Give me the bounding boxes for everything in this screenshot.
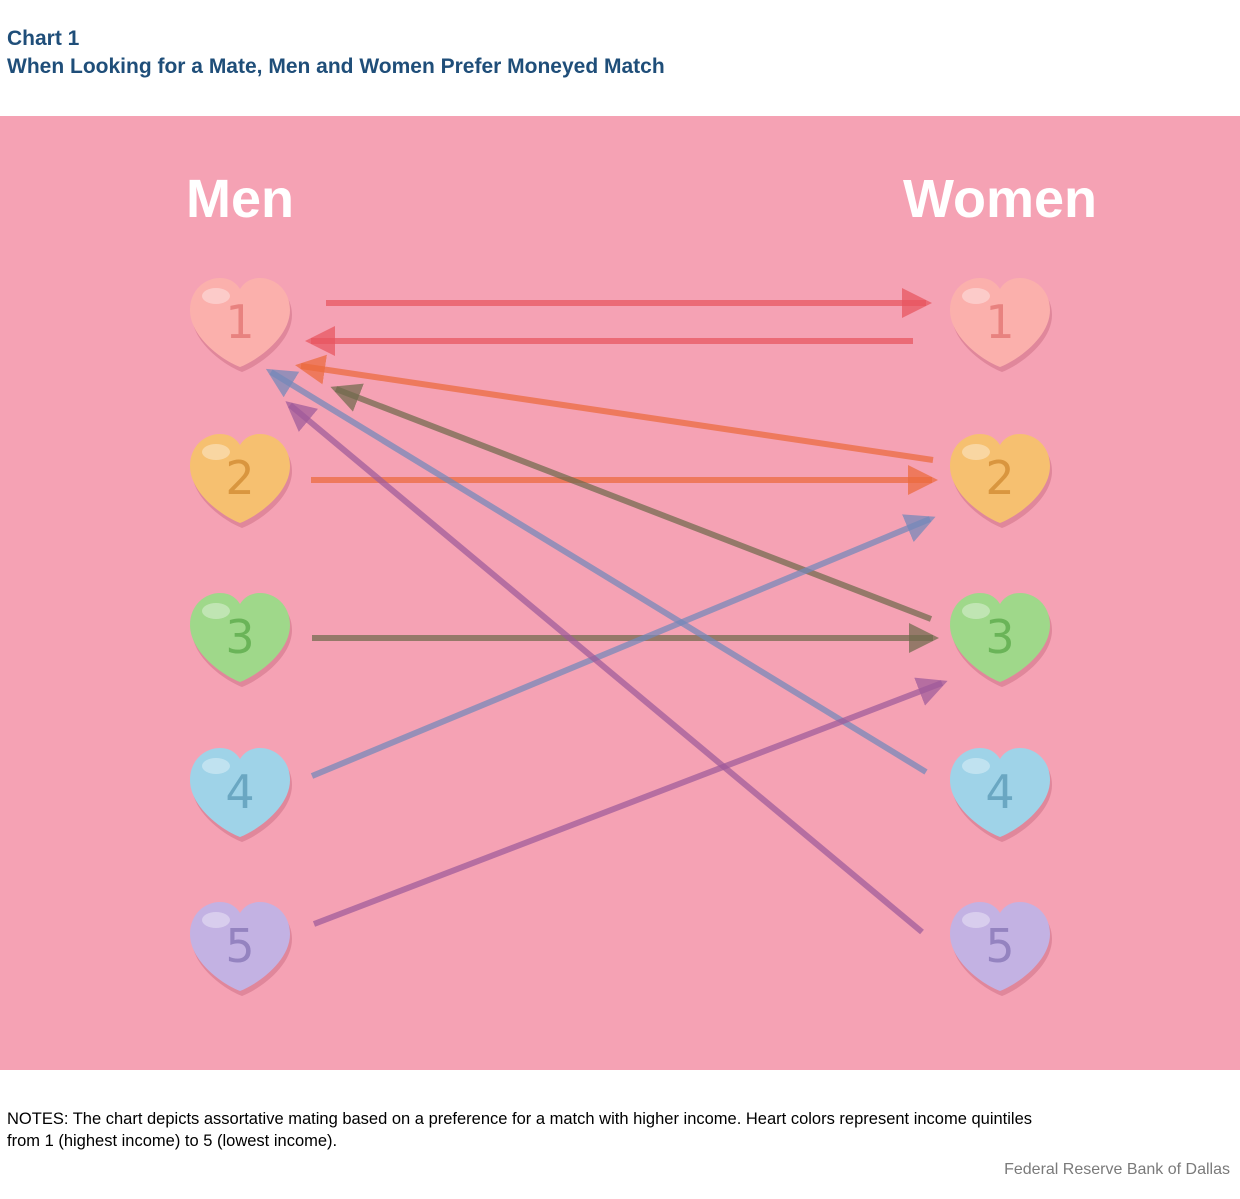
men-heart-label-3: 3 bbox=[225, 610, 254, 664]
men-heart-2: 2 bbox=[190, 434, 292, 528]
men-heading: Men bbox=[186, 169, 294, 229]
chart-label: Chart 1 bbox=[7, 27, 79, 51]
source-credit: Federal Reserve Bank of Dallas bbox=[1004, 1161, 1230, 1179]
arrow-men-4-to-women-2 bbox=[312, 519, 930, 776]
women-heart-3: 3 bbox=[950, 593, 1052, 687]
women-heart-label-5: 5 bbox=[985, 919, 1014, 973]
women-heart-4: 4 bbox=[950, 748, 1052, 842]
women-heart-label-1: 1 bbox=[985, 295, 1014, 349]
men-heart-1: 1 bbox=[190, 278, 292, 372]
notes: NOTES: The chart depicts assortative mat… bbox=[7, 1108, 1067, 1152]
women-heart-1: 1 bbox=[950, 278, 1052, 372]
men-heart-5: 5 bbox=[190, 902, 292, 996]
men-heart-label-2: 2 bbox=[225, 451, 254, 505]
men-heart-label-1: 1 bbox=[225, 295, 254, 349]
diagram-panel: Men Women 1 2 3 4 5 1 2 3 4 5 bbox=[0, 116, 1240, 1070]
men-heart-label-5: 5 bbox=[225, 919, 254, 973]
arrow-women-4-to-men-1 bbox=[271, 372, 926, 772]
men-heart-3: 3 bbox=[190, 593, 292, 687]
women-heart-2: 2 bbox=[950, 434, 1052, 528]
women-heart-label-3: 3 bbox=[985, 610, 1014, 664]
men-heart-4: 4 bbox=[190, 748, 292, 842]
men-heart-label-4: 4 bbox=[225, 765, 254, 819]
arrow-women-5-to-men-1 bbox=[290, 405, 922, 932]
arrow-men-5-to-women-3 bbox=[314, 683, 942, 924]
women-heading: Women bbox=[903, 169, 1097, 229]
women-heart-label-4: 4 bbox=[985, 765, 1014, 819]
women-heart-5: 5 bbox=[950, 902, 1052, 996]
arrow-women-3-to-men-1 bbox=[336, 389, 931, 619]
chart-title: When Looking for a Mate, Men and Women P… bbox=[7, 55, 665, 79]
mating-diagram: Men Women 1 2 3 4 5 1 2 3 4 5 bbox=[0, 116, 1240, 1070]
women-heart-label-2: 2 bbox=[985, 451, 1014, 505]
